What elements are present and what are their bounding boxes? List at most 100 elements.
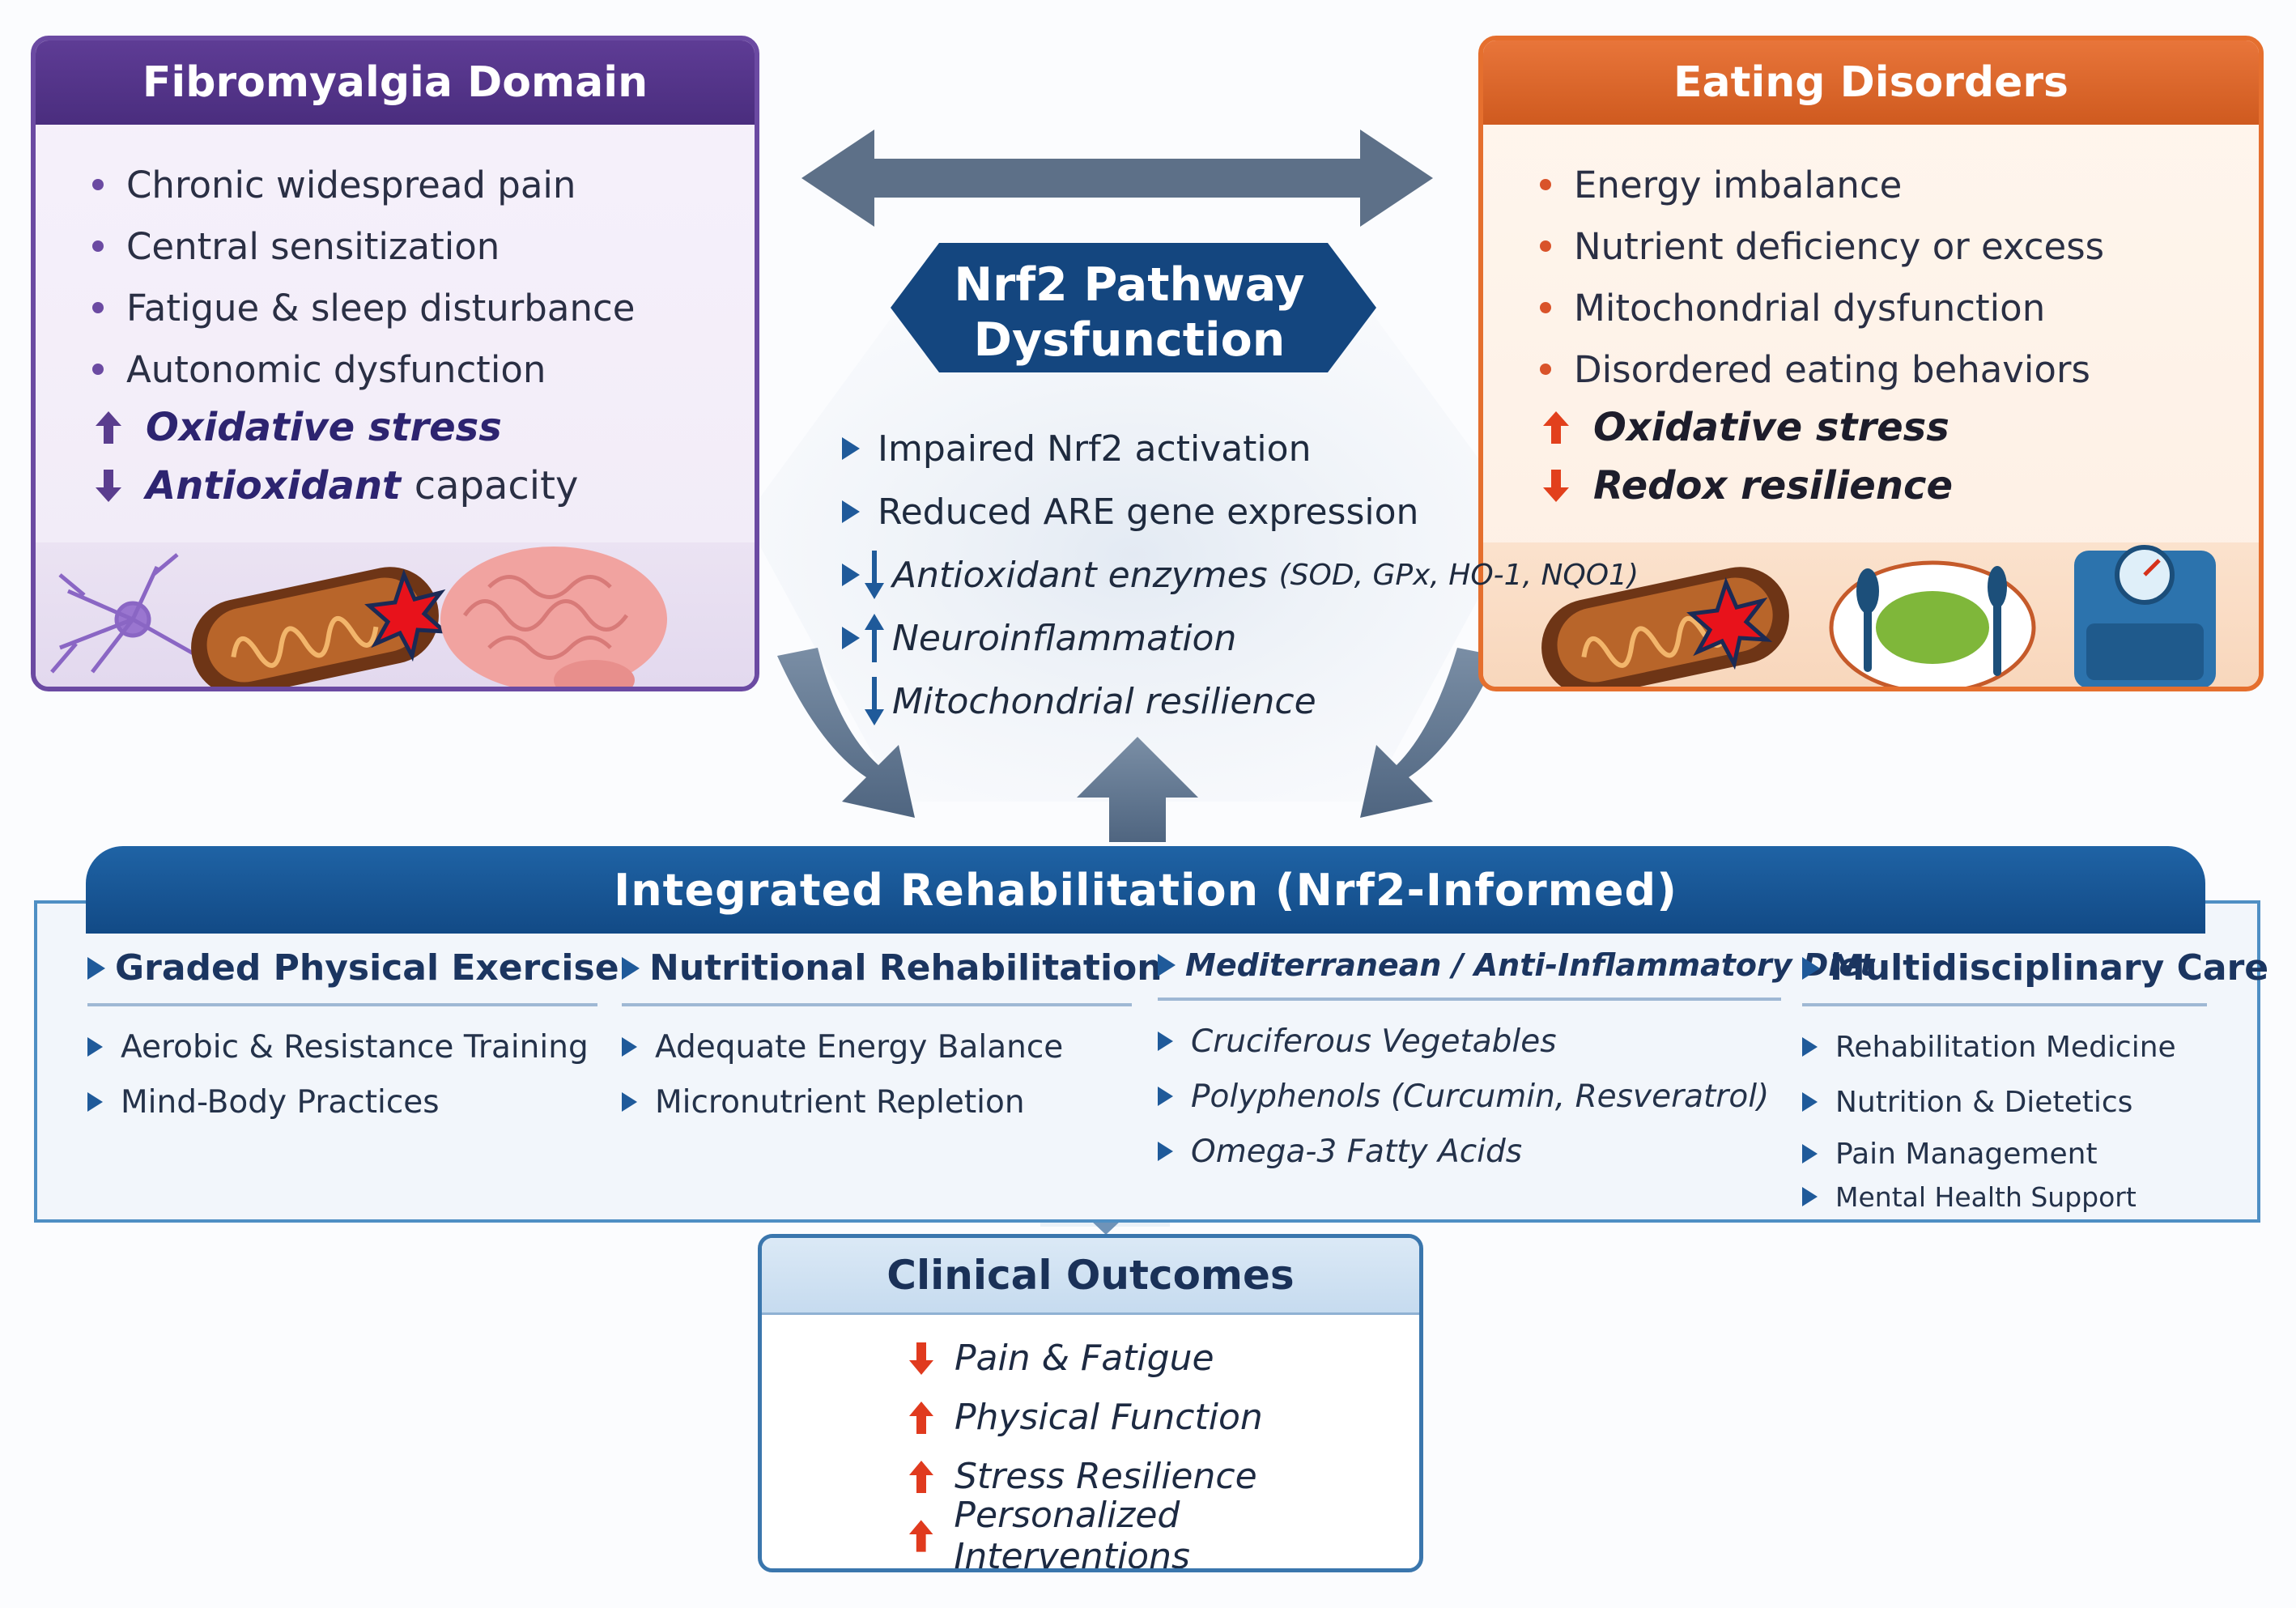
eating-disorders-panel: Eating Disorders Energy imbalance Nutrie…: [1478, 36, 2264, 691]
list-item: Mental Health Support: [1802, 1178, 2207, 1215]
fibromyalgia-up-item: Oxidative stress: [92, 405, 502, 450]
triangle-bullet-icon: [842, 500, 860, 523]
list-item: Impaired Nrf2 activation: [842, 417, 1639, 480]
clinical-outcomes-title: Clinical Outcomes: [762, 1238, 1419, 1315]
eating-disorders-down-item: Redox resilience: [1540, 463, 1953, 508]
triangle-bullet-icon: [87, 956, 105, 980]
damage-burst-icon: [364, 568, 451, 662]
list-item: Nutrition & Dietetics: [1802, 1074, 2207, 1129]
arrow-up-icon: [908, 1519, 933, 1552]
triangle-bullet-icon: [842, 564, 860, 586]
list-item: Cruciferous Vegetables: [1158, 1014, 1781, 1069]
nrf2-hexagon-background: [745, 308, 1522, 802]
arrow-up-icon: [96, 411, 121, 444]
list-item: Energy imbalance: [1540, 154, 2104, 215]
integrated-rehabilitation-title: Integrated Rehabilitation (Nrf2-Informed…: [86, 846, 2205, 934]
clinical-outcomes-box: Clinical Outcomes Pain & Fatigue Physica…: [758, 1234, 1423, 1572]
curved-arrow-left-icon: [777, 648, 915, 818]
list-item: Autonomic dysfunction: [92, 338, 635, 400]
list-item: Mitochondrial resilience: [842, 670, 1639, 733]
rehab-column-multidisciplinary: Multidisciplinary Care Rehabilitation Me…: [1802, 947, 2268, 1215]
bullet-icon: [1540, 240, 1551, 252]
list-item: Omega-3 Fatty Acids: [1158, 1124, 1781, 1179]
list-item: Neuroinflammation: [842, 606, 1639, 670]
rehab-column-nutrition: Nutritional Rehabilitation Adequate Ener…: [622, 947, 1163, 1129]
triangle-bullet-icon: [1802, 956, 1820, 980]
list-item: Stress Resilience: [908, 1447, 1419, 1506]
damage-burst-icon: [1686, 576, 1773, 670]
bullet-icon: [1540, 364, 1551, 375]
triangle-bullet-icon: [1158, 1142, 1173, 1161]
list-item: Rehabilitation Medicine: [1802, 1019, 2207, 1074]
list-item: Adequate Energy Balance: [622, 1019, 1132, 1074]
triangle-bullet-icon: [1802, 1092, 1818, 1112]
triangle-bullet-icon: [1158, 1032, 1173, 1051]
bidirectional-arrow-icon: [801, 130, 1433, 227]
triangle-bullet-icon: [1802, 1037, 1818, 1057]
triangle-bullet-icon: [87, 1037, 103, 1057]
triangle-bullet-icon: [622, 956, 640, 980]
fibromyalgia-bullet-list: Chronic widespread pain Central sensitiz…: [92, 154, 635, 400]
arrow-down-icon: [909, 1342, 933, 1375]
neuron-icon: [50, 553, 199, 674]
list-item: Polyphenols (Curcumin, Resveratrol): [1158, 1069, 1781, 1124]
list-item: Reduced ARE gene expression: [842, 480, 1639, 543]
fibromyalgia-illustration-strip: [36, 542, 755, 687]
triangle-bullet-icon: [622, 1037, 637, 1057]
list-item: Micronutrient Repletion: [622, 1074, 1132, 1129]
list-item: Fatigue & sleep disturbance: [92, 277, 635, 338]
triangle-bullet-icon: [1802, 1144, 1818, 1163]
eating-disorders-title: Eating Disorders: [1483, 40, 2259, 125]
fibromyalgia-title: Fibromyalgia Domain: [36, 40, 755, 125]
list-item: Nutrient deficiency or excess: [1540, 215, 2104, 277]
triangle-bullet-icon: [842, 627, 860, 649]
fibromyalgia-panel: Fibromyalgia Domain Chronic widespread p…: [31, 36, 759, 691]
nrf2-title: Nrf2 Pathway Dysfunction: [954, 258, 1305, 367]
list-item: Aerobic & Resistance Training: [87, 1019, 597, 1074]
weighing-scale-icon: [2074, 545, 2216, 687]
list-item: Pain Management: [1802, 1129, 2207, 1178]
fibromyalgia-illustrations: [50, 547, 667, 687]
arrow-up-icon: [909, 1460, 933, 1493]
plate-icon: [1829, 560, 2036, 687]
arrow-up-icon: [865, 614, 884, 662]
up-arrow-icon: [1077, 737, 1198, 842]
triangle-bullet-icon: [1158, 1087, 1173, 1106]
list-item: Pain & Fatigue: [908, 1329, 1419, 1388]
eating-disorders-up-item: Oxidative stress: [1540, 405, 1949, 450]
bullet-icon: [92, 302, 104, 313]
bullet-icon: [92, 364, 104, 375]
arrow-down-icon: [96, 470, 121, 502]
bullet-icon: [92, 240, 104, 252]
column-heading: Multidisciplinary Care: [1802, 947, 2268, 1006]
triangle-bullet-icon: [1158, 954, 1176, 976]
clinical-outcomes-list: Pain & Fatigue Physical Function Stress …: [908, 1329, 1419, 1568]
fibromyalgia-down-item: Antioxidant capacity: [92, 463, 578, 508]
triangle-bullet-icon: [1802, 1187, 1818, 1206]
list-item: Physical Function: [908, 1388, 1419, 1447]
list-item: Disordered eating behaviors: [1540, 338, 2104, 400]
eating-disorders-bullet-list: Energy imbalance Nutrient deficiency or …: [1540, 154, 2104, 400]
list-item: Mind-Body Practices: [87, 1074, 597, 1129]
list-item: Central sensitization: [92, 215, 635, 277]
nrf2-effects-list: Impaired Nrf2 activation Reduced ARE gen…: [842, 417, 1639, 733]
curved-arrow-right-icon: [1360, 648, 1498, 818]
triangle-bullet-icon: [842, 437, 860, 460]
bullet-icon: [1540, 179, 1551, 190]
bullet-icon: [92, 179, 104, 190]
brain-icon: [440, 547, 667, 687]
eating-disorders-illustration-strip: [1483, 542, 2259, 687]
column-heading: Nutritional Rehabilitation: [622, 947, 1163, 1006]
column-heading: Mediterranean / Anti-Inflammatory Diet: [1158, 947, 1874, 1001]
bullet-icon: [1540, 302, 1551, 313]
rehab-column-exercise: Graded Physical Exercise Aerobic & Resis…: [87, 947, 619, 1129]
list-item: Personalized Interventions: [908, 1495, 1419, 1568]
arrow-up-icon: [909, 1401, 933, 1434]
list-item: Mitochondrial dysfunction: [1540, 277, 2104, 338]
arrow-down-icon: [1543, 470, 1569, 502]
rehab-column-diet: Mediterranean / Anti-Inflammatory Diet C…: [1158, 947, 1874, 1179]
triangle-bullet-icon: [622, 1092, 637, 1112]
eating-disorders-illustrations: [1541, 545, 2216, 687]
list-item: Chronic widespread pain: [92, 154, 635, 215]
column-heading: Graded Physical Exercise: [87, 947, 619, 1006]
